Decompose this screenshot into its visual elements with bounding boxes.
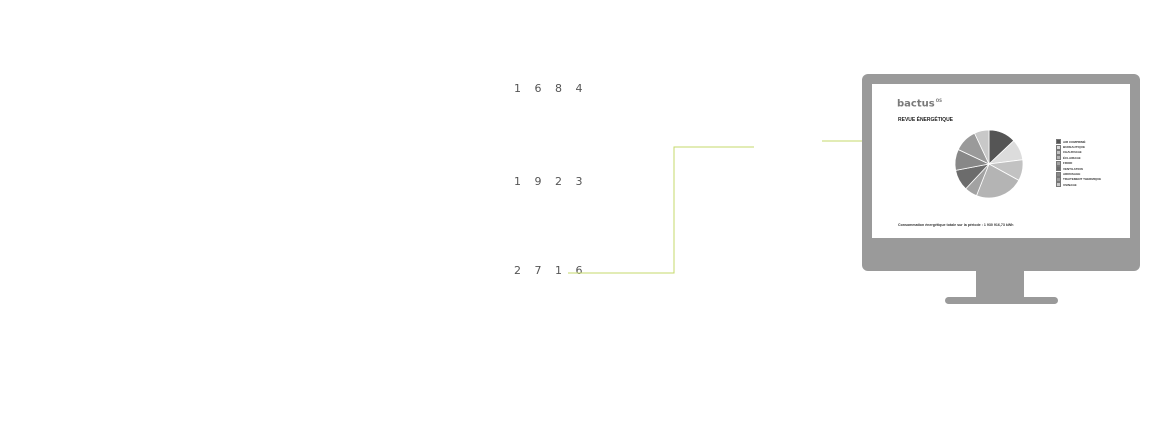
year-label: 1 9 2 3 [514, 175, 588, 188]
legend-swatch [1056, 149, 1061, 155]
legend-item: TRAITEMENT THERMIQUE [1056, 176, 1102, 182]
pie-slice-3 [975, 163, 1020, 199]
legend-item: ÉCLAIRAGE [1056, 155, 1101, 161]
legend-swatch [1056, 171, 1061, 177]
connector-line [568, 146, 754, 274]
bactus-logo: bactusOS [897, 98, 942, 109]
legend-item: CHAUFFAGE [1056, 149, 1101, 155]
legend-item: ARROSAGE [1056, 171, 1101, 177]
legend-label: FROID [1063, 161, 1073, 166]
pie-slice-8 [973, 129, 990, 165]
legend-label: CHAUFFAGE [1063, 150, 1082, 155]
pie-chart [954, 129, 1024, 199]
legend-swatch [1056, 155, 1061, 161]
legend-swatch [1056, 182, 1061, 188]
legend-label: ÉCLAIRAGE [1063, 155, 1081, 160]
legend-swatch [1056, 176, 1061, 182]
legend-item: USINAGE [1056, 182, 1101, 188]
legend-item: AIR COMPRIMÉ [1056, 139, 1101, 145]
year-label: 2 7 1 6 [514, 264, 588, 277]
legend-item: FROID [1056, 160, 1101, 166]
year-label: 1 6 8 4 [514, 82, 588, 95]
legend-item: BUREAUTIQUE [1056, 144, 1101, 150]
screen-title: REVUE ÉNERGÉTIQUE [898, 117, 954, 123]
monitor-foot [945, 297, 1058, 304]
legend-swatch [1056, 144, 1061, 150]
total-consumption-text: Consommation énergétique totale sur la p… [898, 223, 1014, 227]
legend-swatch [1056, 160, 1061, 166]
legend-swatch [1056, 139, 1061, 145]
legend-swatch [1056, 166, 1061, 172]
legend-label: AIR COMPRIMÉ [1063, 139, 1086, 144]
legend-label: VENTILATION [1063, 166, 1083, 171]
legend-item: VENTILATION [1056, 166, 1101, 172]
legend-label: USINAGE [1063, 182, 1077, 187]
monitor-neck [976, 271, 1024, 298]
legend-label: TRAITEMENT THERMIQUE [1063, 177, 1102, 182]
logo-text: bactus [897, 98, 935, 110]
legend-label: ARROSAGE [1063, 172, 1081, 177]
legend-label: BUREAUTIQUE [1063, 145, 1086, 150]
logo-sup: OS [935, 98, 942, 103]
